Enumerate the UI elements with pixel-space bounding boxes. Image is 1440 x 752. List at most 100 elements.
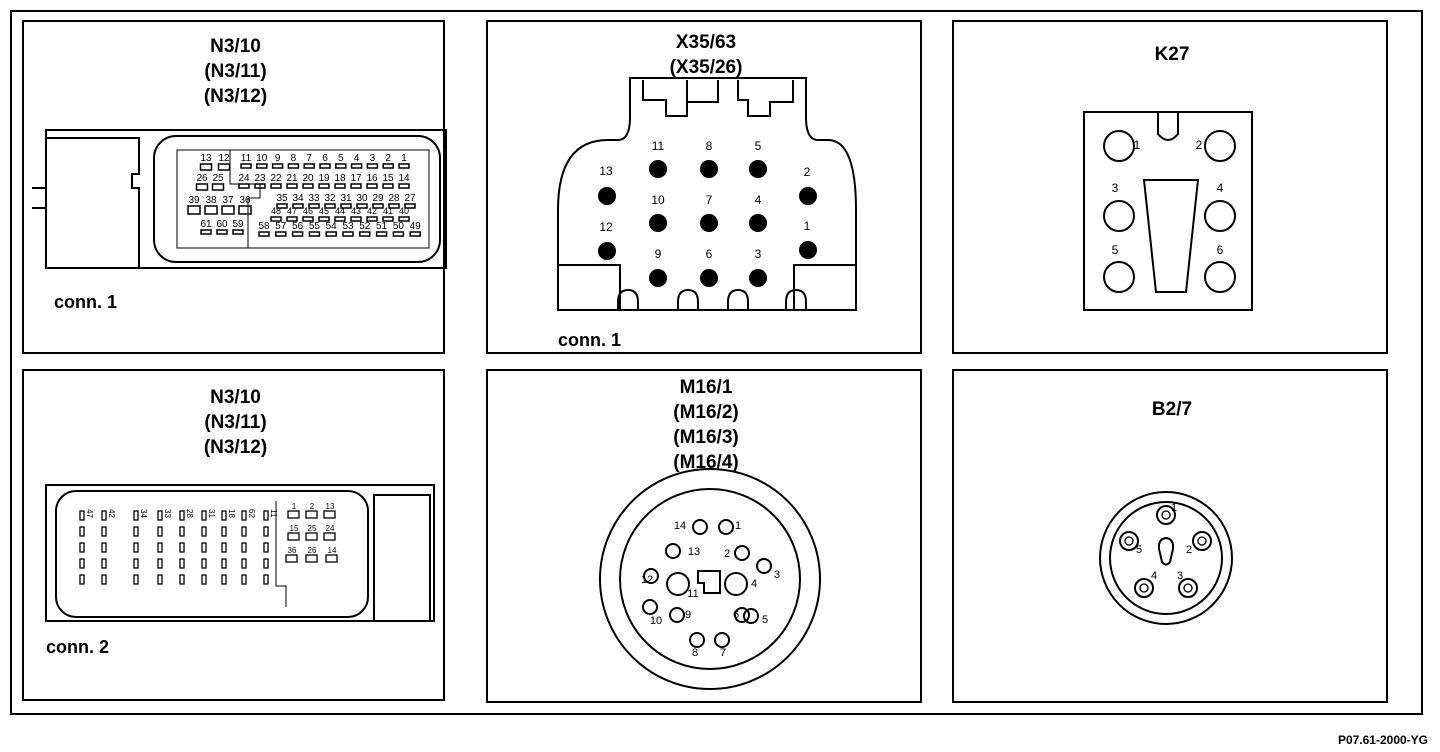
pin xyxy=(318,183,330,189)
pin-label: 5 xyxy=(755,139,762,153)
pin xyxy=(263,542,269,553)
pin-label: 13 xyxy=(326,502,335,511)
pin-label: 57 xyxy=(275,221,287,232)
pin-label: 4 xyxy=(751,578,757,590)
pin xyxy=(305,554,318,563)
pin xyxy=(318,216,330,222)
pin-label: 14 xyxy=(328,546,337,555)
pin-label: 47 xyxy=(287,206,297,216)
pin-socket xyxy=(1161,510,1171,520)
pin xyxy=(258,231,270,237)
pin-label: 11 xyxy=(241,153,252,164)
pin-label: 16 xyxy=(366,173,378,184)
pin-label: 9 xyxy=(655,247,662,261)
pin xyxy=(749,160,767,178)
pin xyxy=(201,558,207,569)
pin-label: 26 xyxy=(196,173,208,184)
pin-label: 58 xyxy=(258,221,270,232)
pin xyxy=(799,241,817,259)
pin xyxy=(340,203,352,209)
panel-title: X35/63 (X35/26) xyxy=(488,30,924,80)
pin xyxy=(79,542,85,553)
pin-socket xyxy=(1183,583,1193,593)
pin-label: 5 xyxy=(1112,243,1119,257)
pin xyxy=(799,187,817,205)
pin xyxy=(649,160,667,178)
pin-label: 21 xyxy=(286,173,298,184)
pin xyxy=(79,526,85,537)
pin-label: 5 xyxy=(762,614,768,626)
pin-label: 2 xyxy=(310,502,315,511)
pin xyxy=(221,510,227,521)
pin-label: 2 xyxy=(1196,138,1203,152)
pin-label: 61 xyxy=(200,219,212,230)
pin-label: 62 xyxy=(247,509,256,518)
pin-label: 45 xyxy=(319,206,329,216)
pin xyxy=(366,216,378,222)
connector-housing xyxy=(557,77,857,311)
pin xyxy=(743,608,759,624)
slot xyxy=(785,288,807,310)
pin xyxy=(101,510,107,521)
pin xyxy=(692,519,708,535)
pin xyxy=(359,231,371,237)
pin xyxy=(350,163,363,169)
pin xyxy=(263,510,269,521)
pin-label: 2 xyxy=(804,165,811,179)
label-line-2: (N3/11) xyxy=(204,61,267,82)
pin-label: 31 xyxy=(207,509,216,518)
pin-label: 3 xyxy=(1112,181,1119,195)
pin-label: 1 xyxy=(401,153,407,164)
pin xyxy=(375,231,388,237)
pin xyxy=(1134,578,1154,598)
pin-label: 13 xyxy=(599,164,613,178)
pin xyxy=(382,163,394,169)
diagram-frame xyxy=(10,10,1423,715)
pin xyxy=(187,205,201,215)
pin xyxy=(734,607,750,623)
pin-label: 11 xyxy=(687,588,698,600)
pin xyxy=(398,216,410,222)
pin-label: 38 xyxy=(205,195,217,206)
pin xyxy=(643,568,659,584)
pin xyxy=(240,163,252,169)
pin-label: 5 xyxy=(1136,544,1142,556)
pin-label: 34 xyxy=(139,509,148,518)
connector-outer-ring xyxy=(599,468,821,690)
label-line-3: (M16/3) xyxy=(673,427,739,448)
pin xyxy=(101,558,107,569)
pin-label: 11 xyxy=(652,139,665,153)
pin xyxy=(292,203,304,209)
pin xyxy=(201,526,207,537)
pin-label: 32 xyxy=(324,193,336,204)
pin xyxy=(133,542,139,553)
pin xyxy=(305,532,318,541)
pin-label: 10 xyxy=(256,153,268,164)
pin-label: 19 xyxy=(318,173,330,184)
pin xyxy=(241,558,247,569)
pin xyxy=(195,183,209,191)
pin xyxy=(79,574,85,585)
pin-label: 48 xyxy=(271,206,281,216)
pin-label: 20 xyxy=(302,173,314,184)
pin-label: 15 xyxy=(382,173,394,184)
pin xyxy=(204,205,218,215)
pin xyxy=(285,554,298,563)
pin-label: 9 xyxy=(685,609,691,621)
pin-socket xyxy=(1124,536,1134,546)
pin-label: 42 xyxy=(107,509,116,518)
pin-label: 2 xyxy=(724,548,730,560)
pin-label: 54 xyxy=(326,221,338,232)
pin xyxy=(388,203,400,209)
pin xyxy=(382,183,394,189)
pin-label: 35 xyxy=(276,193,288,204)
pin-label: 47 xyxy=(85,509,94,518)
pin-label: 17 xyxy=(350,173,362,184)
pin xyxy=(241,526,247,537)
pin xyxy=(334,216,346,222)
pin-label: 8 xyxy=(706,139,713,153)
pin xyxy=(350,216,362,222)
